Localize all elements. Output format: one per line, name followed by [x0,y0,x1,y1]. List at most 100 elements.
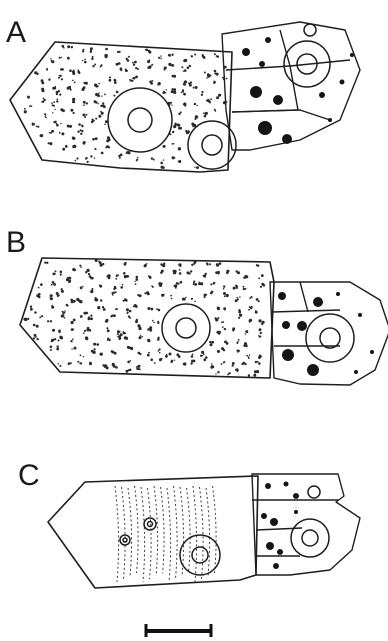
tubercle [210,291,213,295]
tubercle [110,314,116,317]
tubercle [256,298,260,302]
panel-a: A [6,16,360,172]
tubercle [124,262,127,266]
tubercle [101,152,104,155]
tubercle [116,62,121,66]
tubercle [149,80,153,85]
tubercle [152,320,155,323]
tubercle [89,275,94,279]
ring-a-large-inner [128,108,152,132]
tubercle [106,366,109,369]
ring-c-large-inner [192,547,208,563]
tubercle [136,157,139,162]
stria [174,486,178,579]
tubercle [157,321,159,324]
tubercle [94,297,98,302]
tubercle [56,90,62,96]
tubercle [158,282,162,287]
tubercle [70,338,73,342]
tubercle [216,331,221,335]
scale-bar [145,624,212,637]
tubercle [90,155,95,159]
panel-label-c: C [18,459,40,492]
tubercle [210,363,214,369]
stria [148,488,152,579]
tubercle [147,64,153,69]
tubercle [115,274,119,279]
tubercle [111,350,117,355]
ring-c-mid-inner [148,522,153,527]
tubercle [217,350,220,353]
tubercle [172,143,175,145]
tubercle [159,358,163,362]
tubercle [90,47,93,53]
tubercle [160,262,165,267]
tubercle [147,352,150,357]
stria [122,487,126,579]
tubercle [39,315,43,318]
tubercle [147,326,152,331]
tubercle [58,330,61,334]
tubercle [82,59,87,64]
tubercle [187,270,193,274]
tubercle [23,318,29,321]
tubercle [58,363,62,367]
tubercle [222,326,226,330]
tubercle [216,94,221,99]
tubercle [246,354,250,359]
tubercle [176,353,180,358]
tubercle [236,350,240,353]
tubercle [72,80,76,84]
tubercle [76,298,82,303]
tubercle [201,91,204,96]
tubercle [187,65,192,69]
tubercle [214,70,219,76]
tubercle [227,372,231,375]
tubercle [170,295,172,300]
tubercle [134,281,136,285]
striation-texture-c [115,486,216,582]
tubercle [30,306,33,311]
tubercle [193,281,197,286]
tubercle [41,88,44,93]
tubercle [132,76,138,80]
panel-label-b: B [6,226,26,259]
tubercle [117,51,121,53]
tubercle [213,81,216,85]
tubercle [77,129,83,135]
tubercle [72,145,76,148]
tubercle [171,88,177,94]
tubercle [50,346,53,352]
tubercle [209,341,214,346]
tubercle [127,360,131,363]
stria [161,487,165,573]
tubercle [260,283,265,288]
ring-c-small-inner [123,538,127,542]
tubercle [248,374,250,377]
stria [141,487,145,582]
tubercle [104,120,107,125]
tubercle [44,262,48,264]
tubercle [113,91,118,97]
tubercle [123,298,128,301]
plates-b [270,282,388,385]
ring-b-plate-outer [306,314,354,362]
tubercle [61,288,64,293]
tubercle [144,263,148,267]
tubercle [160,159,164,164]
tubercle [94,100,99,104]
tubercle [203,112,208,118]
tubercle [52,109,56,114]
tubercle [258,274,263,279]
tubercle [151,157,155,160]
tubercle [259,328,262,334]
stria [167,488,171,582]
tubercle [89,362,92,366]
tubercle [174,284,178,289]
tubercle [75,157,79,161]
tubercle [120,67,123,71]
tubercle [60,271,63,276]
tubercle [255,310,258,313]
tubercle [118,154,122,159]
